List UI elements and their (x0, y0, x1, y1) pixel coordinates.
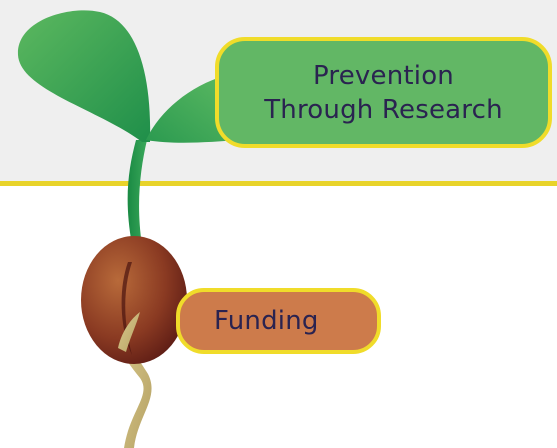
seed-crease (121, 262, 132, 355)
seed (81, 236, 187, 364)
root-emergence (118, 312, 140, 352)
prevention-label-line2: Through Research (264, 94, 503, 125)
prevention-label-line1: Prevention (312, 60, 454, 91)
ground-line (0, 181, 557, 186)
funding-label: Funding (176, 288, 381, 354)
prevention-through-research-label: Prevention Through Research (215, 37, 552, 148)
left-leaf (17, 10, 151, 142)
funding-label-text: Funding (214, 306, 319, 336)
seedling-stem (127, 140, 147, 245)
